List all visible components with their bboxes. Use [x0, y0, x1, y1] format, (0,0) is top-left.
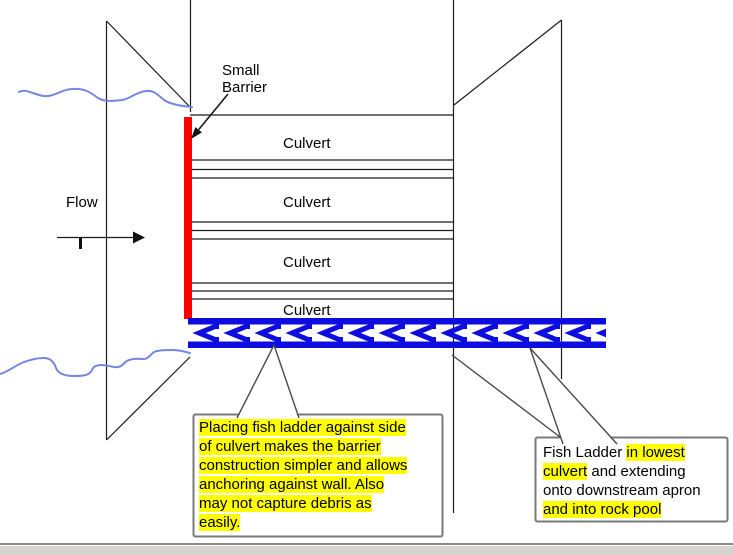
small-barrier-arrow-line	[197, 93, 229, 131]
flow-arrow-tick	[79, 238, 82, 249]
window-bottom-divider	[0, 543, 733, 545]
right-wall-diagonal	[453, 19, 562, 106]
small-barrier-arrow-head	[191, 127, 202, 139]
culvert-label-1: Culvert	[283, 135, 331, 152]
culvert-divider-lines	[190, 114, 453, 300]
left-wall-upper-diagonal	[106, 20, 191, 108]
callout1-line: anchoring against wall. Also	[199, 476, 385, 493]
callout2-text: Fish Ladder in lowest culvert and extend…	[543, 443, 725, 519]
callout2-line: onto downstream apron	[543, 482, 701, 499]
fish-ladder-bottom-bar	[188, 341, 606, 348]
callout2-line: and into rock pool	[543, 501, 662, 518]
callout2-line: Fish Ladder in lowest	[543, 444, 685, 461]
callout1-line: construction simpler and allows	[199, 457, 408, 474]
upstream-water-line	[18, 87, 193, 108]
callout1-line: may not capture debris as	[199, 495, 372, 512]
small-barrier-label: Small Barrier	[222, 62, 268, 96]
callout1-line: Placing fish ladder against side	[199, 419, 406, 436]
culvert-label-3: Culvert	[283, 254, 331, 271]
callout1-text: Placing fish ladder against side of culv…	[199, 418, 439, 532]
bottom-scrollbar-track[interactable]	[0, 546, 733, 555]
callout1-line: easily.	[199, 514, 241, 531]
flow-label: Flow	[66, 194, 98, 211]
callout2-line: culvert and extending	[543, 463, 686, 480]
left-wall-lower-diagonal	[106, 356, 191, 441]
fish-ladder-top-bar	[188, 318, 606, 325]
callout2-pointer	[529, 347, 618, 445]
flow-arrow-head	[133, 231, 145, 244]
fish-ladder	[188, 318, 606, 348]
callout1-line: of culvert makes the barrier	[199, 438, 381, 455]
fish-ladder-baffles	[188, 324, 606, 342]
downstream-water-line	[0, 348, 191, 378]
small-barrier-bar	[184, 117, 192, 319]
culvert-label-2: Culvert	[283, 194, 331, 211]
callout1-pointer	[236, 343, 300, 419]
culvert-label-4: Culvert	[283, 302, 331, 319]
callout2-leader-line	[451, 354, 561, 438]
